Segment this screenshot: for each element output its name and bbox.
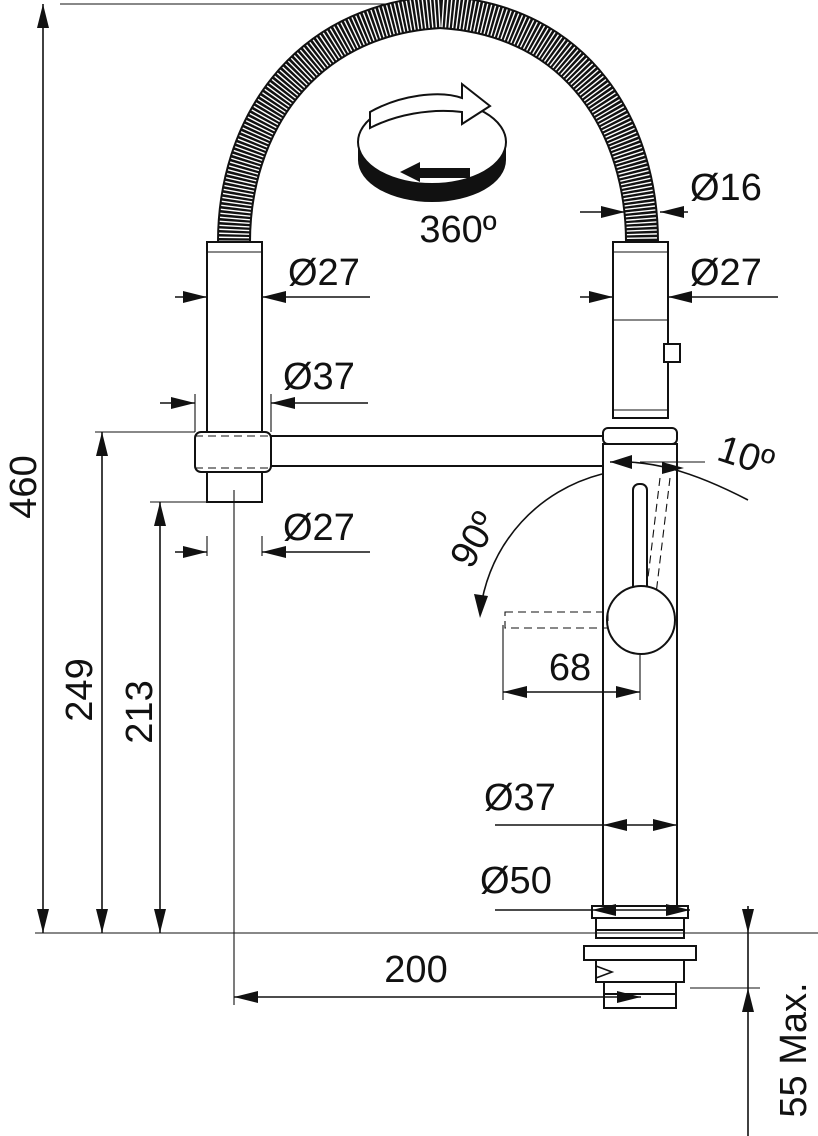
label-handle-length: 68 — [549, 647, 591, 689]
label-reach: 200 — [384, 949, 447, 991]
label-hose-dia: Ø16 — [690, 167, 762, 209]
label-height-total: 460 — [3, 455, 45, 518]
holder-right — [612, 241, 669, 419]
fixing-stud — [603, 993, 677, 1009]
label-base-dia: Ø50 — [480, 860, 552, 902]
label-collar-dia: Ø37 — [283, 356, 355, 398]
label-deck-thickness: 55 Max. — [773, 982, 815, 1117]
pivot-ring — [602, 427, 678, 445]
label-body-dia: Ø37 — [484, 777, 556, 819]
collar-left — [194, 431, 272, 473]
label-head-dia-right: Ø27 — [690, 252, 762, 294]
dimension-lines — [37, 4, 778, 1136]
extension-lines — [35, 3, 818, 1005]
label-rotation: 360º — [419, 209, 496, 251]
label-handle-angle-open: 90º — [442, 505, 507, 575]
rotation-360-icon — [357, 81, 507, 202]
lever — [632, 483, 648, 595]
label-head-dia-left: Ø27 — [288, 252, 360, 294]
holder-button — [663, 343, 681, 363]
label-outlet-dia: Ø27 — [283, 507, 355, 549]
spiral-hose — [217, 0, 659, 243]
support-arm — [270, 435, 606, 467]
label-height-outlet: 213 — [119, 680, 161, 743]
label-height-spout: 249 — [59, 658, 101, 721]
handle-knob — [606, 585, 676, 655]
spray-head-left — [206, 241, 263, 433]
fixing-nut — [583, 945, 697, 961]
dimension-labels: 460 249 213 360º Ø16 Ø27 Ø27 Ø37 Ø27 90º… — [3, 167, 815, 1118]
label-handle-angle-tilt: 10º — [713, 428, 779, 485]
